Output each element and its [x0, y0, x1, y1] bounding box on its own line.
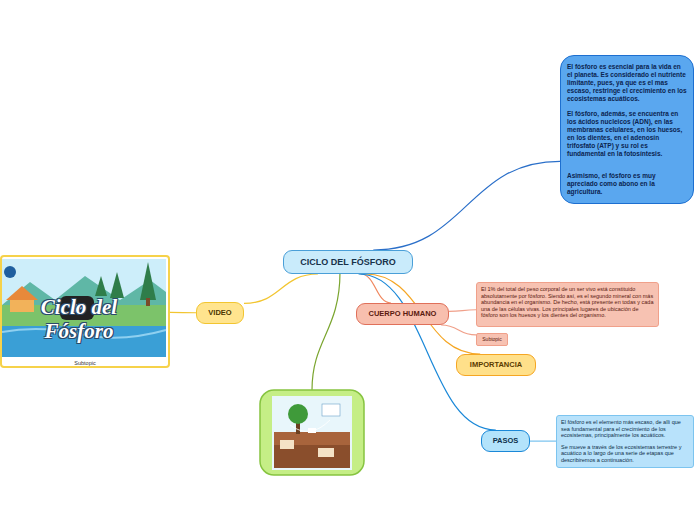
topic-label: VIDEO — [197, 303, 243, 323]
subtopic-box: Subtopic — [476, 333, 508, 346]
body-text: El fósforo es esencial para la vida en e… — [567, 63, 687, 103]
info-box: El fósforo es esencial para la vida en e… — [560, 55, 694, 204]
branch-connector — [244, 274, 318, 303]
body-text: Subtopic — [477, 334, 507, 345]
body-text: Asimismo, el fósforo es muy apreciado co… — [567, 172, 687, 196]
caption-text: Subtopic — [2, 359, 168, 367]
main-topic: CUERPO HUMANO — [356, 303, 449, 325]
subtopic-box: El fósforo es el elemento más escaso, de… — [556, 415, 694, 468]
branch-connector — [449, 310, 476, 312]
body-text: Se mueve a través de los ecosistemas ter… — [561, 444, 689, 464]
branch-connector — [530, 440, 556, 441]
body-text: El fósforo es el elemento más escaso, de… — [561, 419, 689, 439]
topic-label: IMPORTANCIA — [457, 355, 535, 375]
branch-connector — [441, 325, 476, 335]
topic-label: PASOS — [482, 431, 529, 451]
video-box: Ciclo del FósforoSubtopic — [0, 255, 170, 368]
main-topic: IMPORTANCIA — [456, 354, 536, 376]
body-text: El 1% del total del peso corporal de un … — [481, 286, 654, 319]
topic-label: CICLO DEL FÓSFORO — [288, 251, 408, 273]
branch-connector — [170, 312, 196, 313]
branch-connector — [373, 161, 560, 250]
cycle-illustration — [260, 390, 364, 475]
video-thumbnail-art — [2, 259, 166, 357]
subtopic-box: El 1% del total del peso corporal de un … — [476, 282, 659, 327]
video-title: Ciclo del Fósforo — [24, 295, 134, 343]
body-text: El fósforo, además, se encuentra en los … — [567, 110, 687, 158]
topic-label: CUERPO HUMANO — [357, 304, 448, 324]
branch-line — [312, 272, 340, 390]
main-topic: PASOS — [481, 430, 530, 452]
central-topic: CICLO DEL FÓSFORO — [283, 250, 413, 274]
main-topic: VIDEO — [196, 302, 244, 324]
